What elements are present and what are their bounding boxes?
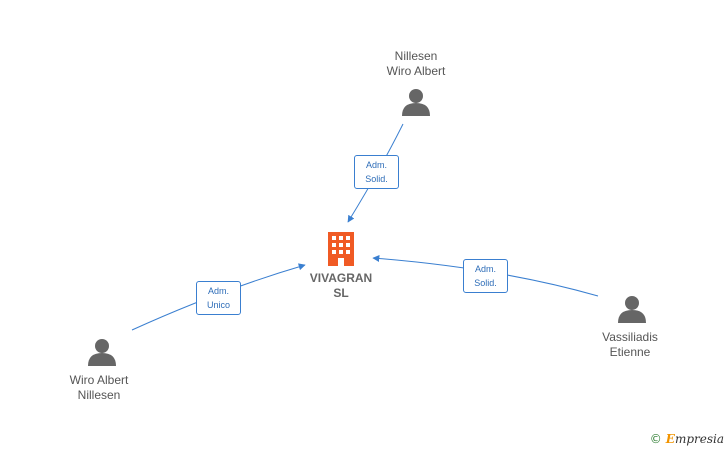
person-name-line2: Etienne [609, 345, 651, 359]
edge-label-line2: Solid. [474, 278, 497, 288]
company-name-line1: VIVAGRAN [309, 271, 373, 285]
person-name-line1: Wiro Albert [69, 373, 129, 387]
person-name-line1: Vassiliadis [602, 330, 658, 344]
edge-label-line1: Adm. [474, 264, 496, 274]
edge-label-line1: Adm. [365, 160, 387, 170]
empresia-watermark[interactable]: ©Empresia [650, 432, 724, 446]
edge-label-p3: Adm. Solid. [463, 259, 508, 293]
person-name-line1: Nillesen [394, 49, 438, 63]
edge-label-line2: Unico [206, 300, 230, 310]
building-icon [328, 232, 354, 266]
person-icon [88, 339, 116, 366]
company-name-line2: SL [333, 286, 349, 300]
brand-initial: E [665, 432, 675, 446]
brand-rest: mpresia [674, 432, 724, 446]
edge-label-p2: Adm. Unico [196, 281, 241, 315]
person-icon [618, 296, 646, 323]
person-name-line2: Wiro Albert [386, 64, 446, 78]
person-label-p2[interactable]: Wiro Albert Nillesen [49, 373, 149, 403]
edge-label-line1: Adm. [207, 286, 229, 296]
person-name-line2: Nillesen [77, 388, 121, 402]
person-icon [402, 89, 430, 116]
edge-label-line2: Solid. [365, 174, 388, 184]
person-label-p1[interactable]: Nillesen Wiro Albert [366, 49, 466, 79]
edge-label-p1: Adm. Solid. [354, 155, 399, 189]
company-name[interactable]: VIVAGRAN SL [300, 271, 382, 301]
person-label-p3[interactable]: Vassiliadis Etienne [580, 330, 680, 360]
copyright-icon: © [649, 432, 662, 446]
